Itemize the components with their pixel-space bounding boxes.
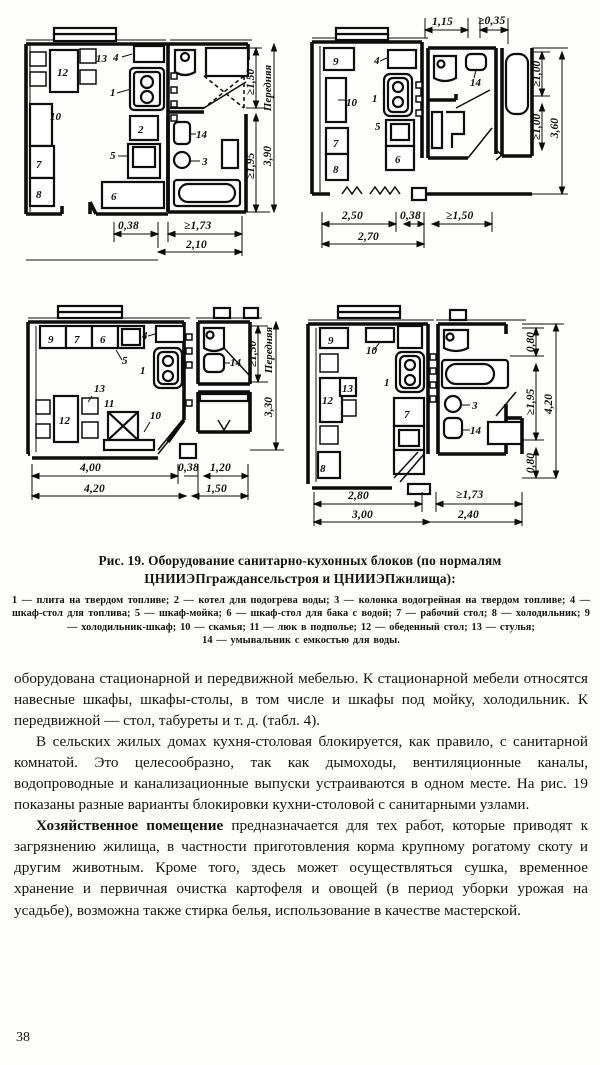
svg-text:≥1,50: ≥1,50 bbox=[446, 210, 473, 222]
svg-text:5: 5 bbox=[122, 355, 128, 367]
svg-text:Передняя: Передняя bbox=[263, 326, 275, 374]
svg-text:7: 7 bbox=[36, 159, 42, 171]
svg-text:≥1,95: ≥1,95 bbox=[525, 389, 537, 416]
svg-text:5: 5 bbox=[110, 150, 116, 162]
svg-text:10: 10 bbox=[346, 97, 358, 109]
svg-text:2,80: 2,80 bbox=[347, 490, 369, 502]
svg-text:≥1,00: ≥1,00 bbox=[531, 61, 543, 88]
paragraph-2: В сельских жилых домах кухня-столовая бл… bbox=[14, 733, 588, 814]
svg-text:1: 1 bbox=[140, 365, 146, 377]
page-number: 38 bbox=[16, 1030, 30, 1045]
figure-legend: 1 — плита на твердом топливе; 2 — котел … bbox=[12, 594, 590, 648]
svg-text:9: 9 bbox=[48, 334, 54, 346]
svg-text:≥1,50: ≥1,50 bbox=[245, 69, 257, 96]
svg-text:2,10: 2,10 bbox=[185, 239, 207, 251]
svg-text:8: 8 bbox=[333, 164, 339, 176]
figure-legend-last: 14 — умывальник с емкостью для воды. bbox=[202, 635, 400, 647]
svg-text:12: 12 bbox=[57, 67, 69, 79]
figure-19: 12 13 4 bbox=[18, 8, 590, 532]
svg-text:6: 6 bbox=[395, 154, 401, 166]
svg-text:3,90: 3,90 bbox=[262, 146, 274, 167]
svg-text:≥1,50: ≥1,50 bbox=[247, 341, 259, 368]
svg-text:2,50: 2,50 bbox=[341, 210, 363, 222]
svg-text:13: 13 bbox=[94, 383, 106, 395]
plan-top-right: 1,15 ≥0,35 9 bbox=[300, 8, 590, 278]
svg-text:4: 4 bbox=[112, 52, 119, 64]
svg-text:≥0,35: ≥0,35 bbox=[478, 15, 505, 27]
paragraph-3-rest: предназначается для тех работ, которые п… bbox=[14, 817, 589, 919]
svg-text:0,38: 0,38 bbox=[118, 220, 139, 232]
svg-text:13: 13 bbox=[342, 383, 354, 395]
svg-text:4,20: 4,20 bbox=[543, 394, 555, 415]
svg-text:13: 13 bbox=[96, 53, 108, 65]
plan-top-left: 12 13 4 bbox=[18, 16, 288, 276]
svg-text:9: 9 bbox=[333, 56, 339, 68]
svg-text:2,70: 2,70 bbox=[357, 231, 379, 243]
svg-text:12: 12 bbox=[59, 415, 71, 427]
svg-text:Передняя: Передняя bbox=[262, 64, 274, 112]
svg-text:8: 8 bbox=[36, 189, 42, 201]
svg-text:2: 2 bbox=[137, 124, 144, 136]
svg-text:1: 1 bbox=[372, 93, 378, 105]
svg-text:11: 11 bbox=[104, 398, 114, 410]
plan-bottom-left: 9 7 6 5 4 1 bbox=[18, 292, 298, 522]
svg-text:3,60: 3,60 bbox=[549, 118, 561, 139]
svg-text:3: 3 bbox=[471, 400, 478, 412]
svg-text:≥1,73: ≥1,73 bbox=[184, 220, 211, 232]
figure-caption-line-2: ЦНИИЭПграждансельстроя и ЦНИИЭПжилища): bbox=[144, 570, 456, 586]
svg-text:6: 6 bbox=[100, 334, 106, 346]
svg-text:3,30: 3,30 bbox=[263, 397, 275, 418]
svg-text:2,40: 2,40 bbox=[457, 509, 479, 521]
figure-caption-line-1: Рис. 19. Оборудование санитарно-кухонных… bbox=[98, 553, 502, 568]
svg-text:7: 7 bbox=[333, 138, 339, 150]
svg-text:0,38: 0,38 bbox=[178, 462, 199, 474]
figure-legend-main: 1 — плита на твердом топливе; 2 — котел … bbox=[12, 595, 590, 633]
svg-text:7: 7 bbox=[74, 334, 80, 346]
svg-text:0,80: 0,80 bbox=[525, 332, 537, 352]
svg-text:7: 7 bbox=[404, 409, 410, 421]
svg-text:14: 14 bbox=[196, 129, 208, 141]
svg-text:1: 1 bbox=[384, 377, 390, 389]
svg-text:1,15: 1,15 bbox=[432, 16, 453, 28]
svg-text:8: 8 bbox=[320, 463, 326, 475]
svg-text:10: 10 bbox=[366, 345, 378, 357]
svg-text:4,00: 4,00 bbox=[79, 462, 101, 474]
figure-caption: Рис. 19. Оборудование санитарно-кухонных… bbox=[14, 552, 586, 588]
svg-text:4: 4 bbox=[373, 55, 380, 67]
paragraph-1: оборудована стационарной и передвижной м… bbox=[14, 670, 588, 730]
paragraph-3: Хозяйственное помещение предназначается … bbox=[14, 815, 588, 920]
svg-text:3: 3 bbox=[201, 156, 208, 168]
svg-text:14: 14 bbox=[470, 77, 482, 89]
svg-text:9: 9 bbox=[328, 335, 334, 347]
svg-text:1: 1 bbox=[110, 87, 116, 99]
svg-text:≥1,00: ≥1,00 bbox=[531, 114, 543, 141]
svg-text:4: 4 bbox=[141, 330, 148, 342]
svg-text:≥1,95: ≥1,95 bbox=[245, 153, 257, 180]
svg-text:4,20: 4,20 bbox=[83, 483, 105, 495]
svg-text:5: 5 bbox=[375, 121, 381, 133]
body-text: оборудована стационарной и передвижной м… bbox=[14, 668, 588, 921]
svg-text:14: 14 bbox=[230, 357, 242, 369]
svg-text:1,50: 1,50 bbox=[206, 483, 227, 495]
svg-text:6: 6 bbox=[111, 191, 117, 203]
paragraph-3-lead: Хозяйственное помещение bbox=[36, 817, 224, 835]
svg-text:12: 12 bbox=[322, 395, 334, 407]
svg-text:1,20: 1,20 bbox=[210, 462, 231, 474]
plan-bottom-right: 9 12 13 8 10 bbox=[300, 292, 590, 532]
svg-text:0,38: 0,38 bbox=[400, 210, 421, 222]
svg-text:10: 10 bbox=[150, 410, 162, 422]
svg-text:≥1,73: ≥1,73 bbox=[456, 489, 483, 501]
svg-text:10: 10 bbox=[50, 111, 62, 123]
svg-text:14: 14 bbox=[470, 425, 482, 437]
svg-text:3,00: 3,00 bbox=[351, 509, 373, 521]
svg-text:0,80: 0,80 bbox=[525, 453, 537, 473]
